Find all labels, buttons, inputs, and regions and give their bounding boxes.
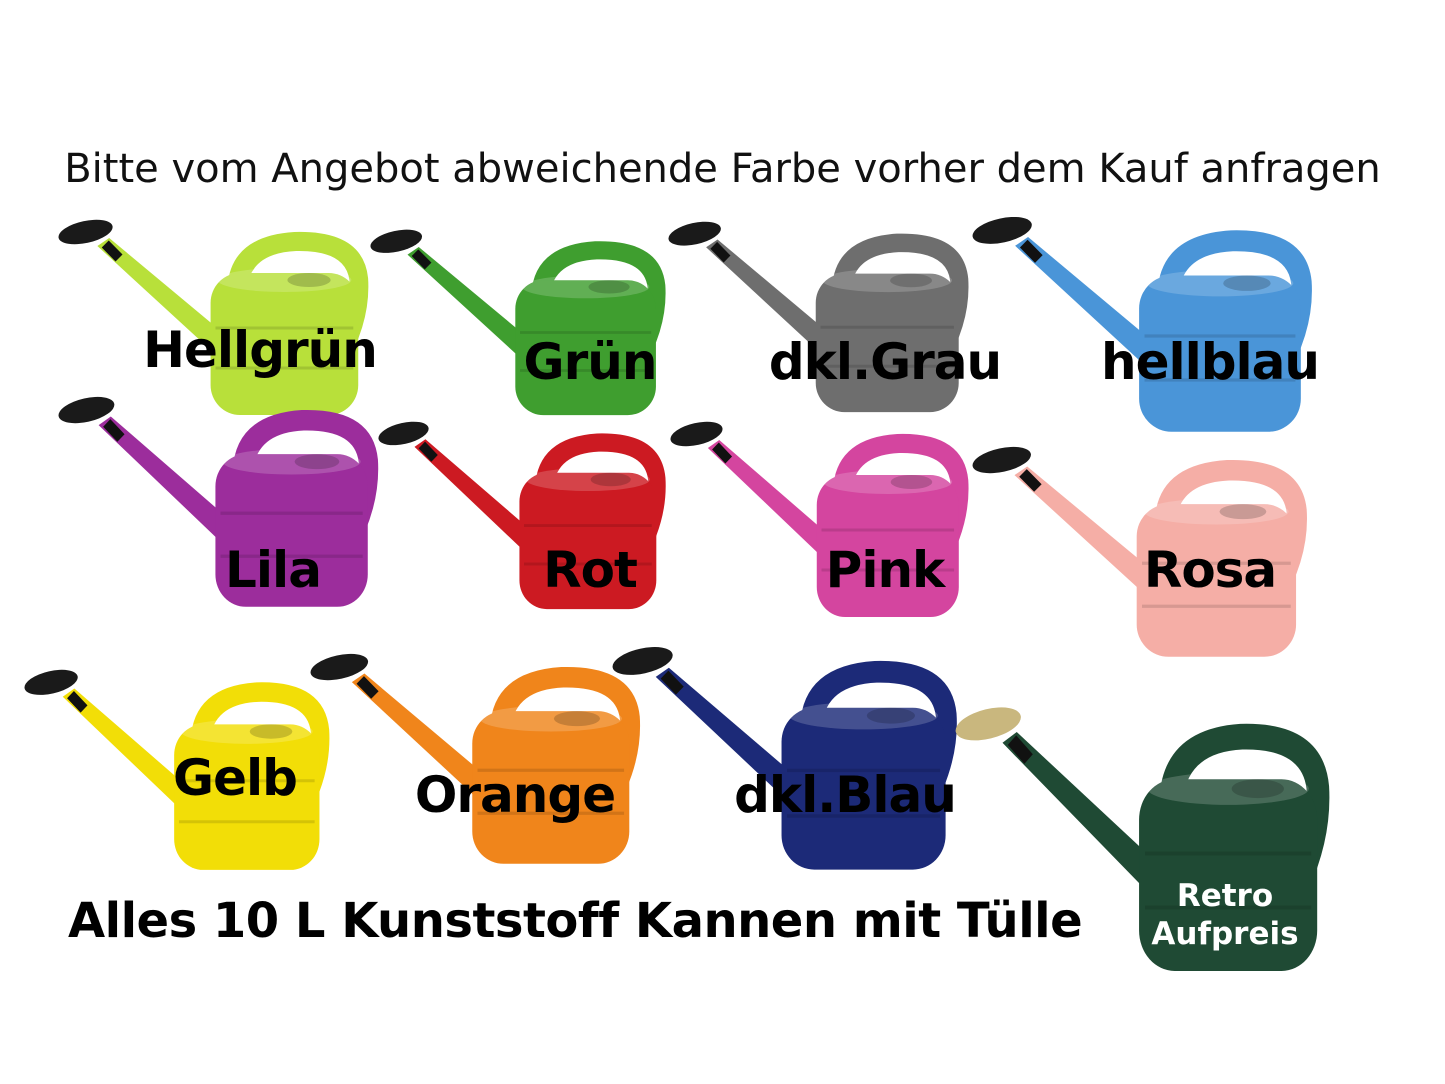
color-label: dkl.Blau xyxy=(734,766,957,824)
color-label: dkl.Grau xyxy=(768,333,1002,391)
spout xyxy=(98,416,241,557)
spout xyxy=(407,247,539,371)
rose xyxy=(58,219,113,245)
color-label: Rot xyxy=(543,541,638,599)
rose xyxy=(378,421,429,446)
body xyxy=(174,724,320,870)
spout xyxy=(707,440,841,570)
retro-label-line2: Aufpreis xyxy=(1151,916,1299,952)
body xyxy=(515,280,656,416)
watering-can-image xyxy=(370,228,670,418)
rose xyxy=(58,396,115,424)
color-label: Lila xyxy=(225,541,322,599)
body xyxy=(519,472,657,610)
body xyxy=(210,273,359,415)
rose xyxy=(955,707,1021,741)
rose xyxy=(612,647,673,675)
color-label: Grün xyxy=(523,333,658,391)
watering-can-image xyxy=(668,220,973,415)
body xyxy=(781,707,946,870)
watering-can-image xyxy=(378,420,670,612)
rose xyxy=(972,216,1032,244)
body xyxy=(1139,779,1318,971)
retro-watering-can-image xyxy=(955,705,1335,975)
spout xyxy=(62,688,199,822)
color-label: Orange xyxy=(414,766,616,824)
watering-can-image xyxy=(612,645,962,873)
watering-can-image xyxy=(972,445,1312,660)
spout xyxy=(706,239,840,367)
spout xyxy=(1014,466,1164,607)
body xyxy=(215,454,368,607)
watering-can-image xyxy=(58,218,373,418)
retro-label-line1: Retro xyxy=(1176,878,1274,914)
color-label: hellblau xyxy=(1100,333,1320,391)
rose xyxy=(24,669,78,695)
spout xyxy=(655,667,809,816)
body xyxy=(816,475,959,617)
spout xyxy=(1015,237,1167,380)
body xyxy=(815,273,959,413)
rose xyxy=(310,653,369,681)
watering-can-image xyxy=(24,668,334,873)
watering-can-image xyxy=(58,395,383,610)
rose xyxy=(670,421,723,447)
spout xyxy=(97,238,236,368)
spout xyxy=(1002,732,1169,908)
spout xyxy=(351,673,499,814)
color-label: Rosa xyxy=(1143,541,1277,599)
spout xyxy=(414,439,543,564)
body xyxy=(1136,504,1297,657)
watering-can-image xyxy=(972,215,1317,435)
rose xyxy=(668,221,721,246)
rose xyxy=(972,446,1031,474)
header-note: Bitte vom Angebot abweichende Farbe vorh… xyxy=(64,146,1381,192)
footer-note: Alles 10 L Kunststoff Kannen mit Tülle xyxy=(68,893,1083,949)
watering-can-image xyxy=(310,652,645,867)
body xyxy=(472,711,630,864)
body xyxy=(1139,275,1301,432)
color-label: Hellgrün xyxy=(143,321,378,379)
color-label: Pink xyxy=(825,541,946,599)
rose xyxy=(370,229,423,253)
watering-can-image xyxy=(670,420,973,620)
color-label: Gelb xyxy=(173,749,298,807)
